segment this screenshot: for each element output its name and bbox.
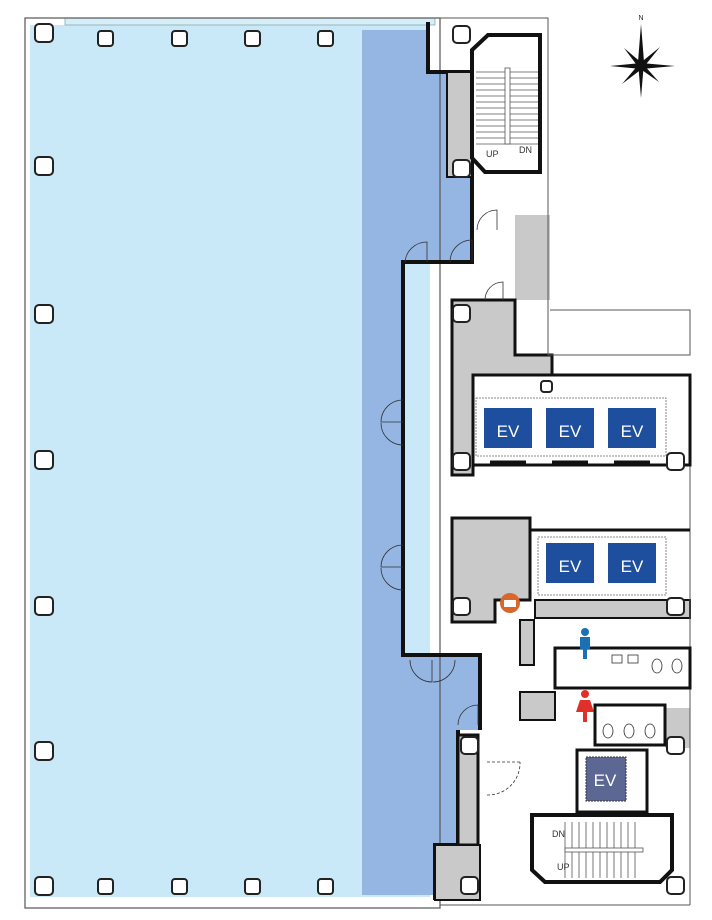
elevator-car[interactable]: EV [484, 408, 532, 448]
stair-north[interactable]: UP DN [470, 33, 542, 174]
stair-up-label: UP [486, 149, 499, 159]
elevator-label: EV [594, 771, 617, 790]
stair-up-label: UP [557, 862, 570, 872]
elevator-label: EV [621, 557, 644, 576]
woman-icon [576, 690, 594, 722]
core-shaft [519, 691, 556, 721]
elevator-car[interactable]: EV [546, 543, 594, 583]
building-outline-right [440, 17, 691, 356]
compass-north-label: N [638, 15, 643, 22]
stair-down-label: DN [519, 145, 532, 155]
elevator-car[interactable]: EV [608, 543, 656, 583]
core-shaft [515, 215, 550, 300]
stair-down-label: DN [552, 829, 565, 839]
compass-rose: N [610, 15, 675, 98]
elevator-car[interactable]: EV [608, 408, 656, 448]
elevator-car[interactable]: EV [546, 408, 594, 448]
kitchenette-icon-detail [504, 600, 516, 607]
elevator-label: EV [497, 422, 520, 441]
door[interactable] [380, 209, 521, 796]
toilet-icon [611, 654, 683, 674]
elevator-label: EV [559, 557, 582, 576]
toilet-icon [602, 723, 656, 739]
womens-restroom[interactable] [593, 703, 667, 747]
perimeter-zone [362, 30, 480, 895]
elevator-bank-upper: EV EV EV [475, 397, 667, 464]
outer-wall [24, 17, 441, 909]
core-wall [401, 22, 482, 730]
mens-restroom[interactable] [553, 646, 692, 690]
core-shaft [519, 619, 535, 666]
service-elevator[interactable]: EV [585, 756, 627, 802]
man-icon [580, 628, 590, 659]
elevator-label: EV [621, 422, 644, 441]
stair-south[interactable]: DN UP [530, 813, 674, 884]
window-strip-top [64, 17, 436, 26]
elevator-bank-lower: EV EV [537, 536, 667, 596]
structural-columns [34, 23, 685, 896]
elevator-label: EV [559, 422, 582, 441]
